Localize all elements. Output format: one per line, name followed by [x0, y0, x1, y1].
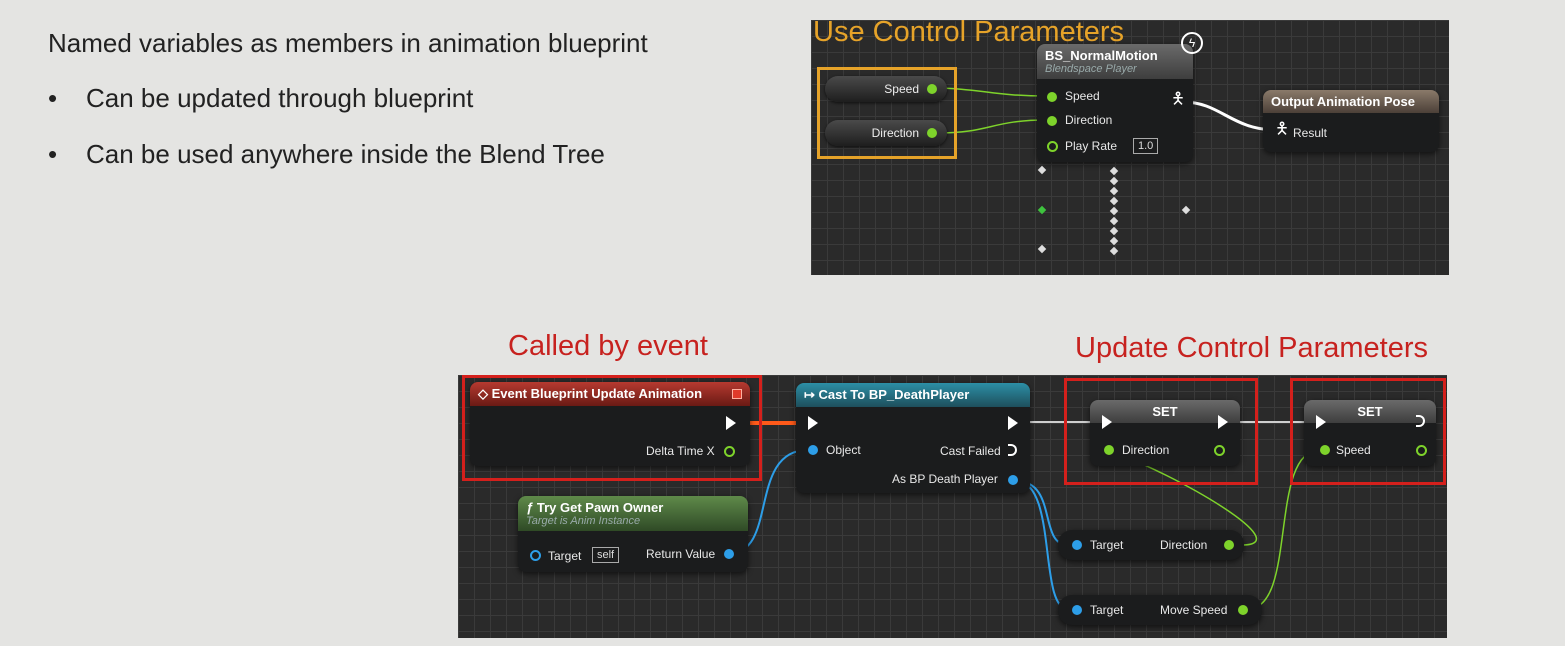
bullet-text: Can be used anywhere inside the Blend Tr…	[86, 139, 605, 169]
blendspace-player-node[interactable]: BS_NormalMotion Blendspace Player Speed …	[1037, 44, 1193, 162]
delta-time-label: Delta Time X	[646, 444, 715, 458]
cast-node-title: Cast To BP_DeathPlayer	[818, 387, 970, 402]
function-icon: ƒ	[526, 500, 534, 515]
get-direction-target-pin[interactable]	[1072, 540, 1082, 550]
blendspace-playrate-pin[interactable]	[1047, 141, 1058, 152]
direction-output-pin[interactable]	[927, 128, 937, 138]
blendspace-node-title: BS_NormalMotion	[1045, 48, 1158, 63]
blendspace-node-subtitle: Blendspace Player	[1045, 63, 1137, 75]
cast-failed-label: Cast Failed	[940, 444, 1001, 458]
set-direction-label: Direction	[1122, 443, 1170, 457]
set-speed-value-pin[interactable]	[1320, 445, 1330, 455]
pose-output-icon: 🯅	[1171, 91, 1186, 108]
as-bp-death-player-label: As BP Death Player	[892, 472, 998, 486]
set-direction-exec-in-pin[interactable]	[1102, 415, 1112, 429]
output-node-header: Output Animation Pose	[1263, 90, 1439, 113]
set-direction-exec-out-pin[interactable]	[1218, 415, 1228, 429]
output-animation-pose-node[interactable]: Output Animation Pose 🯅 Result	[1263, 90, 1439, 152]
cast-object-label: Object	[826, 443, 861, 457]
delta-time-pin[interactable]	[724, 446, 735, 457]
bullet-symbol: •	[48, 139, 58, 169]
variables-highlight	[817, 67, 957, 159]
set-speed-highlight	[1290, 378, 1446, 485]
event-graph-panel[interactable]: ◇ Event Blueprint Update Animation Delta…	[458, 375, 1447, 638]
pawn-target-self-input[interactable]: self	[592, 547, 620, 563]
pawn-node-title: Try Get Pawn Owner	[536, 500, 664, 515]
set-speed-out-pin[interactable]	[1416, 445, 1427, 456]
pawn-node-subtitle: Target is Anim Instance	[526, 515, 641, 527]
pawn-target-label: Target	[548, 549, 582, 563]
bullet-text: Can be updated through blueprint	[86, 83, 474, 113]
set-direction-title: SET	[1152, 404, 1178, 419]
event-node-title: Event Blueprint Update Animation	[491, 386, 703, 401]
blendspace-playrate-label: Play Rate	[1065, 139, 1118, 153]
use-control-parameters-caption: Use Control Parameters	[813, 20, 1125, 48]
set-speed-exec-out-pin[interactable]	[1416, 415, 1425, 427]
event-update-animation-node[interactable]: ◇ Event Blueprint Update Animation Delta…	[470, 382, 750, 466]
called-by-event-caption: Called by event	[508, 330, 708, 362]
cast-node-header: ↦ Cast To BP_DeathPlayer	[796, 383, 1030, 407]
set-speed-title: SET	[1357, 404, 1383, 419]
set-direction-node[interactable]: SET Direction	[1090, 400, 1240, 466]
blendspace-speed-pin[interactable]	[1047, 92, 1057, 102]
set-direction-value-pin[interactable]	[1104, 445, 1114, 455]
bullet-item: • Can be updated through blueprint	[48, 83, 473, 114]
set-direction-header: SET	[1090, 400, 1240, 423]
bullet-symbol: •	[48, 83, 58, 113]
set-direction-highlight	[1064, 378, 1258, 485]
pawn-node-header: ƒ Try Get Pawn Owner Target is Anim Inst…	[518, 496, 748, 531]
event-red-square-icon	[732, 389, 742, 399]
pose-input-icon[interactable]: 🯅	[1275, 121, 1290, 138]
get-direction-output-label: Direction	[1160, 538, 1208, 552]
output-node-title: Output Animation Pose	[1271, 94, 1415, 109]
as-bp-death-player-pin[interactable]	[1008, 475, 1018, 485]
set-speed-exec-in-pin[interactable]	[1316, 415, 1326, 429]
play-rate-input[interactable]: 1.0	[1133, 138, 1159, 154]
speed-variable-node[interactable]: Speed	[825, 76, 947, 102]
event-node-header: ◇ Event Blueprint Update Animation	[470, 382, 750, 406]
cast-to-bp-deathplayer-node[interactable]: ↦ Cast To BP_DeathPlayer Object Cast Fai…	[796, 383, 1030, 493]
blendspace-speed-label: Speed	[1065, 89, 1100, 103]
get-speed-output-pin[interactable]	[1238, 605, 1248, 615]
get-direction-output-pin[interactable]	[1224, 540, 1234, 550]
direction-variable-label: Direction	[871, 126, 919, 140]
set-speed-label: Speed	[1336, 443, 1371, 457]
set-speed-header: SET	[1304, 400, 1436, 423]
cast-failed-pin[interactable]	[1008, 444, 1017, 456]
set-direction-out-pin[interactable]	[1214, 445, 1225, 456]
cast-arrow-icon: ↦	[804, 387, 819, 402]
speed-variable-label: Speed	[884, 82, 919, 96]
anim-graph-panel[interactable]: Use Control Parameters Speed Direction B…	[811, 20, 1449, 275]
event-diamond-icon: ◇	[478, 386, 492, 401]
pawn-target-pin[interactable]	[530, 550, 541, 561]
output-result-label: Result	[1293, 126, 1328, 140]
cast-object-pin[interactable]	[808, 445, 818, 455]
lightning-icon: ϟ	[1181, 32, 1203, 54]
bullet-item: • Can be used anywhere inside the Blend T…	[48, 139, 605, 170]
get-direction-target-label: Target	[1090, 538, 1124, 552]
pawn-return-value-label: Return Value	[646, 547, 716, 561]
cast-exec-in-pin[interactable]	[808, 416, 818, 430]
get-speed-output-label: Move Speed	[1160, 603, 1228, 617]
get-direction-node[interactable]: Target Direction	[1058, 530, 1244, 560]
event-exec-out-pin[interactable]	[726, 416, 736, 430]
direction-variable-node[interactable]: Direction	[825, 120, 947, 146]
speed-output-pin[interactable]	[927, 84, 937, 94]
blendspace-direction-pin[interactable]	[1047, 116, 1057, 126]
try-get-pawn-owner-node[interactable]: ƒ Try Get Pawn Owner Target is Anim Inst…	[518, 496, 748, 572]
pawn-return-value-pin[interactable]	[724, 549, 734, 559]
get-speed-target-pin[interactable]	[1072, 605, 1082, 615]
blendspace-node-header: BS_NormalMotion Blendspace Player	[1037, 44, 1193, 79]
update-control-parameters-caption: Update Control Parameters	[1075, 332, 1428, 364]
blendspace-direction-label: Direction	[1065, 113, 1113, 127]
get-speed-target-label: Target	[1090, 603, 1124, 617]
cast-exec-out-pin[interactable]	[1008, 416, 1018, 430]
slide-headline: Named variables as members in animation …	[48, 28, 648, 58]
get-move-speed-node[interactable]: Target Move Speed	[1058, 595, 1262, 625]
event-node-highlight	[462, 375, 762, 481]
set-speed-node[interactable]: SET Speed	[1304, 400, 1436, 466]
